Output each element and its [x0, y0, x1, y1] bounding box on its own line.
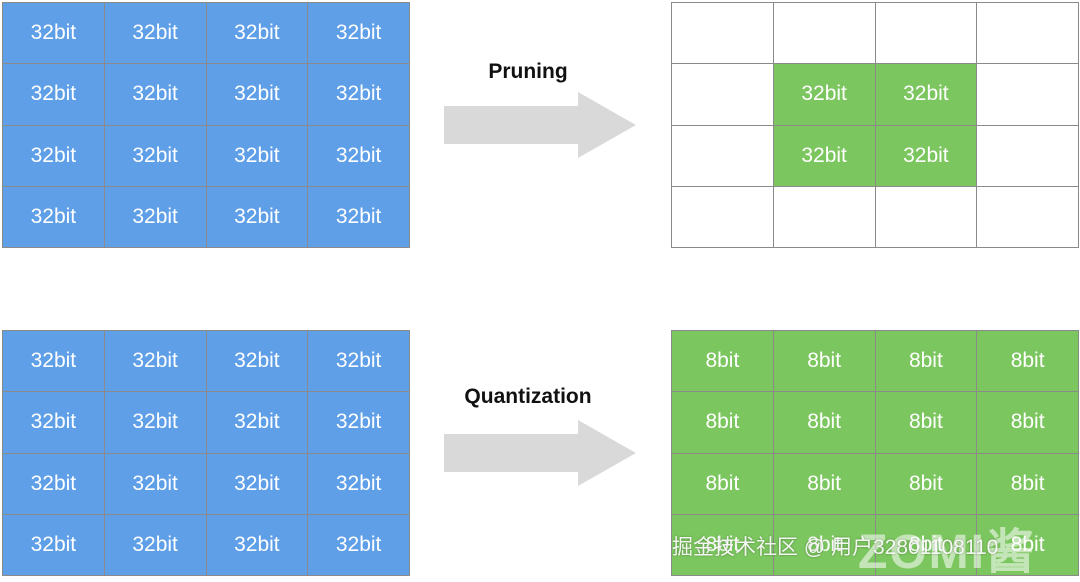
- matrix-cell: 32bit: [104, 3, 207, 65]
- matrix-cell: 8bit: [773, 331, 876, 393]
- matrix-cell: 32bit: [3, 453, 105, 515]
- watermark-text: 掘金技术社区 @ 用户3280110811​0: [672, 536, 999, 559]
- matrix-cell: 32bit: [3, 331, 105, 393]
- matrix-cell: 32bit: [3, 64, 105, 126]
- matrix-cell: 32bit: [206, 186, 309, 248]
- matrix-cell: 32bit: [104, 392, 207, 454]
- matrix-cell: 32bit: [206, 514, 309, 576]
- matrix-cell: 8bit: [977, 514, 1079, 576]
- watermark-logo: ZOMI酱: [858, 526, 1036, 579]
- matrix-cell: 32bit: [104, 64, 207, 126]
- matrix-cell: 8bit: [875, 514, 978, 576]
- matrix-cell: 32bit: [206, 64, 309, 126]
- pruned-matrix: 32bit 32bit 32bit 32bit: [671, 2, 1079, 248]
- matrix-cell: 32bit: [308, 392, 410, 454]
- matrix-cell: 8bit: [672, 392, 774, 454]
- matrix-cell: 8bit: [672, 331, 774, 393]
- matrix-cell: 32bit: [308, 3, 410, 65]
- matrix-cell: 8bit: [773, 514, 876, 576]
- matrix-cell: 32bit: [104, 186, 207, 248]
- matrix-cell-empty: [672, 186, 774, 248]
- matrix-cell-empty: [977, 125, 1079, 187]
- pruning-label: Pruning: [488, 60, 568, 83]
- matrix-cell: 8bit: [875, 453, 978, 515]
- matrix-cell: 32bit: [875, 64, 978, 126]
- matrix-cell-empty: [977, 64, 1079, 126]
- matrix-cell: 32bit: [773, 64, 876, 126]
- matrix-cell: 32bit: [308, 125, 410, 187]
- original-matrix-top: 32bit 32bit 32bit 32bit 32bit 32bit 32bi…: [2, 2, 410, 248]
- matrix-cell: 32bit: [104, 453, 207, 515]
- matrix-cell: 8bit: [977, 453, 1079, 515]
- matrix-cell: 32bit: [308, 186, 410, 248]
- matrix-cell: 32bit: [308, 453, 410, 515]
- matrix-cell-empty: [977, 3, 1079, 65]
- matrix-cell: 32bit: [3, 186, 105, 248]
- matrix-cell-empty: [773, 186, 876, 248]
- matrix-cell: 32bit: [104, 331, 207, 393]
- pruning-arrow-icon: [444, 92, 636, 158]
- matrix-cell: 8bit: [773, 453, 876, 515]
- matrix-cell-empty: [875, 3, 978, 65]
- matrix-cell: 8bit: [672, 514, 774, 576]
- matrix-cell: 32bit: [308, 514, 410, 576]
- matrix-cell-empty: [977, 186, 1079, 248]
- original-matrix-bottom: 32bit 32bit 32bit 32bit 32bit 32bit 32bi…: [2, 330, 410, 576]
- matrix-cell-empty: [773, 3, 876, 65]
- matrix-cell: 32bit: [308, 331, 410, 393]
- matrix-cell: 32bit: [104, 125, 207, 187]
- matrix-cell: 32bit: [206, 453, 309, 515]
- quantization-label: Quantization: [464, 385, 592, 408]
- matrix-cell: 32bit: [3, 125, 105, 187]
- matrix-cell: 8bit: [875, 392, 978, 454]
- quantization-arrow-icon: [444, 420, 636, 486]
- matrix-cell: 32bit: [875, 125, 978, 187]
- matrix-cell: 8bit: [875, 331, 978, 393]
- matrix-cell: 32bit: [206, 392, 309, 454]
- matrix-cell-empty: [672, 64, 774, 126]
- matrix-cell: 32bit: [773, 125, 876, 187]
- matrix-cell-empty: [875, 186, 978, 248]
- matrix-cell: 32bit: [3, 392, 105, 454]
- matrix-cell: 8bit: [977, 331, 1079, 393]
- matrix-cell: 8bit: [977, 392, 1079, 454]
- matrix-cell-empty: [672, 125, 774, 187]
- matrix-cell: 32bit: [3, 3, 105, 65]
- matrix-cell: 32bit: [104, 514, 207, 576]
- matrix-cell: 32bit: [206, 3, 309, 65]
- matrix-cell: 8bit: [672, 453, 774, 515]
- matrix-cell: 8bit: [773, 392, 876, 454]
- matrix-cell: 32bit: [206, 331, 309, 393]
- matrix-cell: 32bit: [308, 64, 410, 126]
- matrix-cell: 32bit: [3, 514, 105, 576]
- matrix-cell: 32bit: [206, 125, 309, 187]
- matrix-cell-empty: [672, 3, 774, 65]
- quantized-matrix: 8bit 8bit 8bit 8bit 8bit 8bit 8bit 8bit …: [671, 330, 1079, 576]
